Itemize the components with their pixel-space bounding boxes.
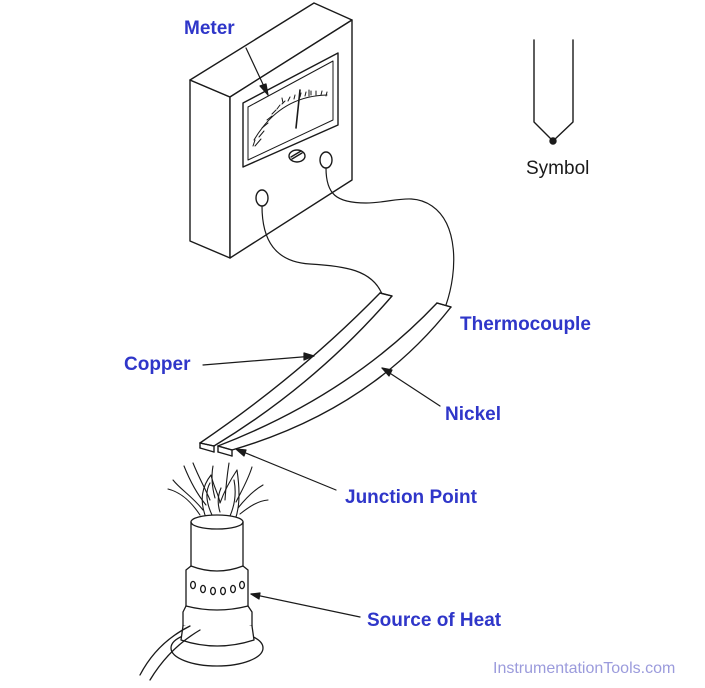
right-terminal xyxy=(319,151,333,169)
copper-label: Copper xyxy=(124,354,191,375)
thermocouple-label: Thermocouple xyxy=(460,314,591,335)
right-wire xyxy=(325,167,455,306)
meter-window xyxy=(242,52,339,168)
left-wire xyxy=(261,205,383,295)
flame xyxy=(167,462,269,521)
adjust-screw xyxy=(288,149,306,163)
meter-needle xyxy=(295,89,301,129)
left-terminal xyxy=(255,189,269,207)
pointer-arrows xyxy=(202,47,441,618)
burner xyxy=(170,514,264,667)
gas-hose xyxy=(139,625,201,681)
meter-scale xyxy=(252,89,328,147)
nickel-label: Nickel xyxy=(445,404,501,425)
source-of-heat-label: Source of Heat xyxy=(367,610,502,631)
nickel-strip xyxy=(217,302,452,457)
junction-point-label: Junction Point xyxy=(345,487,477,508)
thermocouple-symbol xyxy=(533,39,574,145)
symbol-label: Symbol xyxy=(526,158,590,179)
meter-label: Meter xyxy=(184,18,235,39)
watermark: InstrumentationTools.com xyxy=(493,660,676,677)
copper-strip xyxy=(199,292,393,453)
